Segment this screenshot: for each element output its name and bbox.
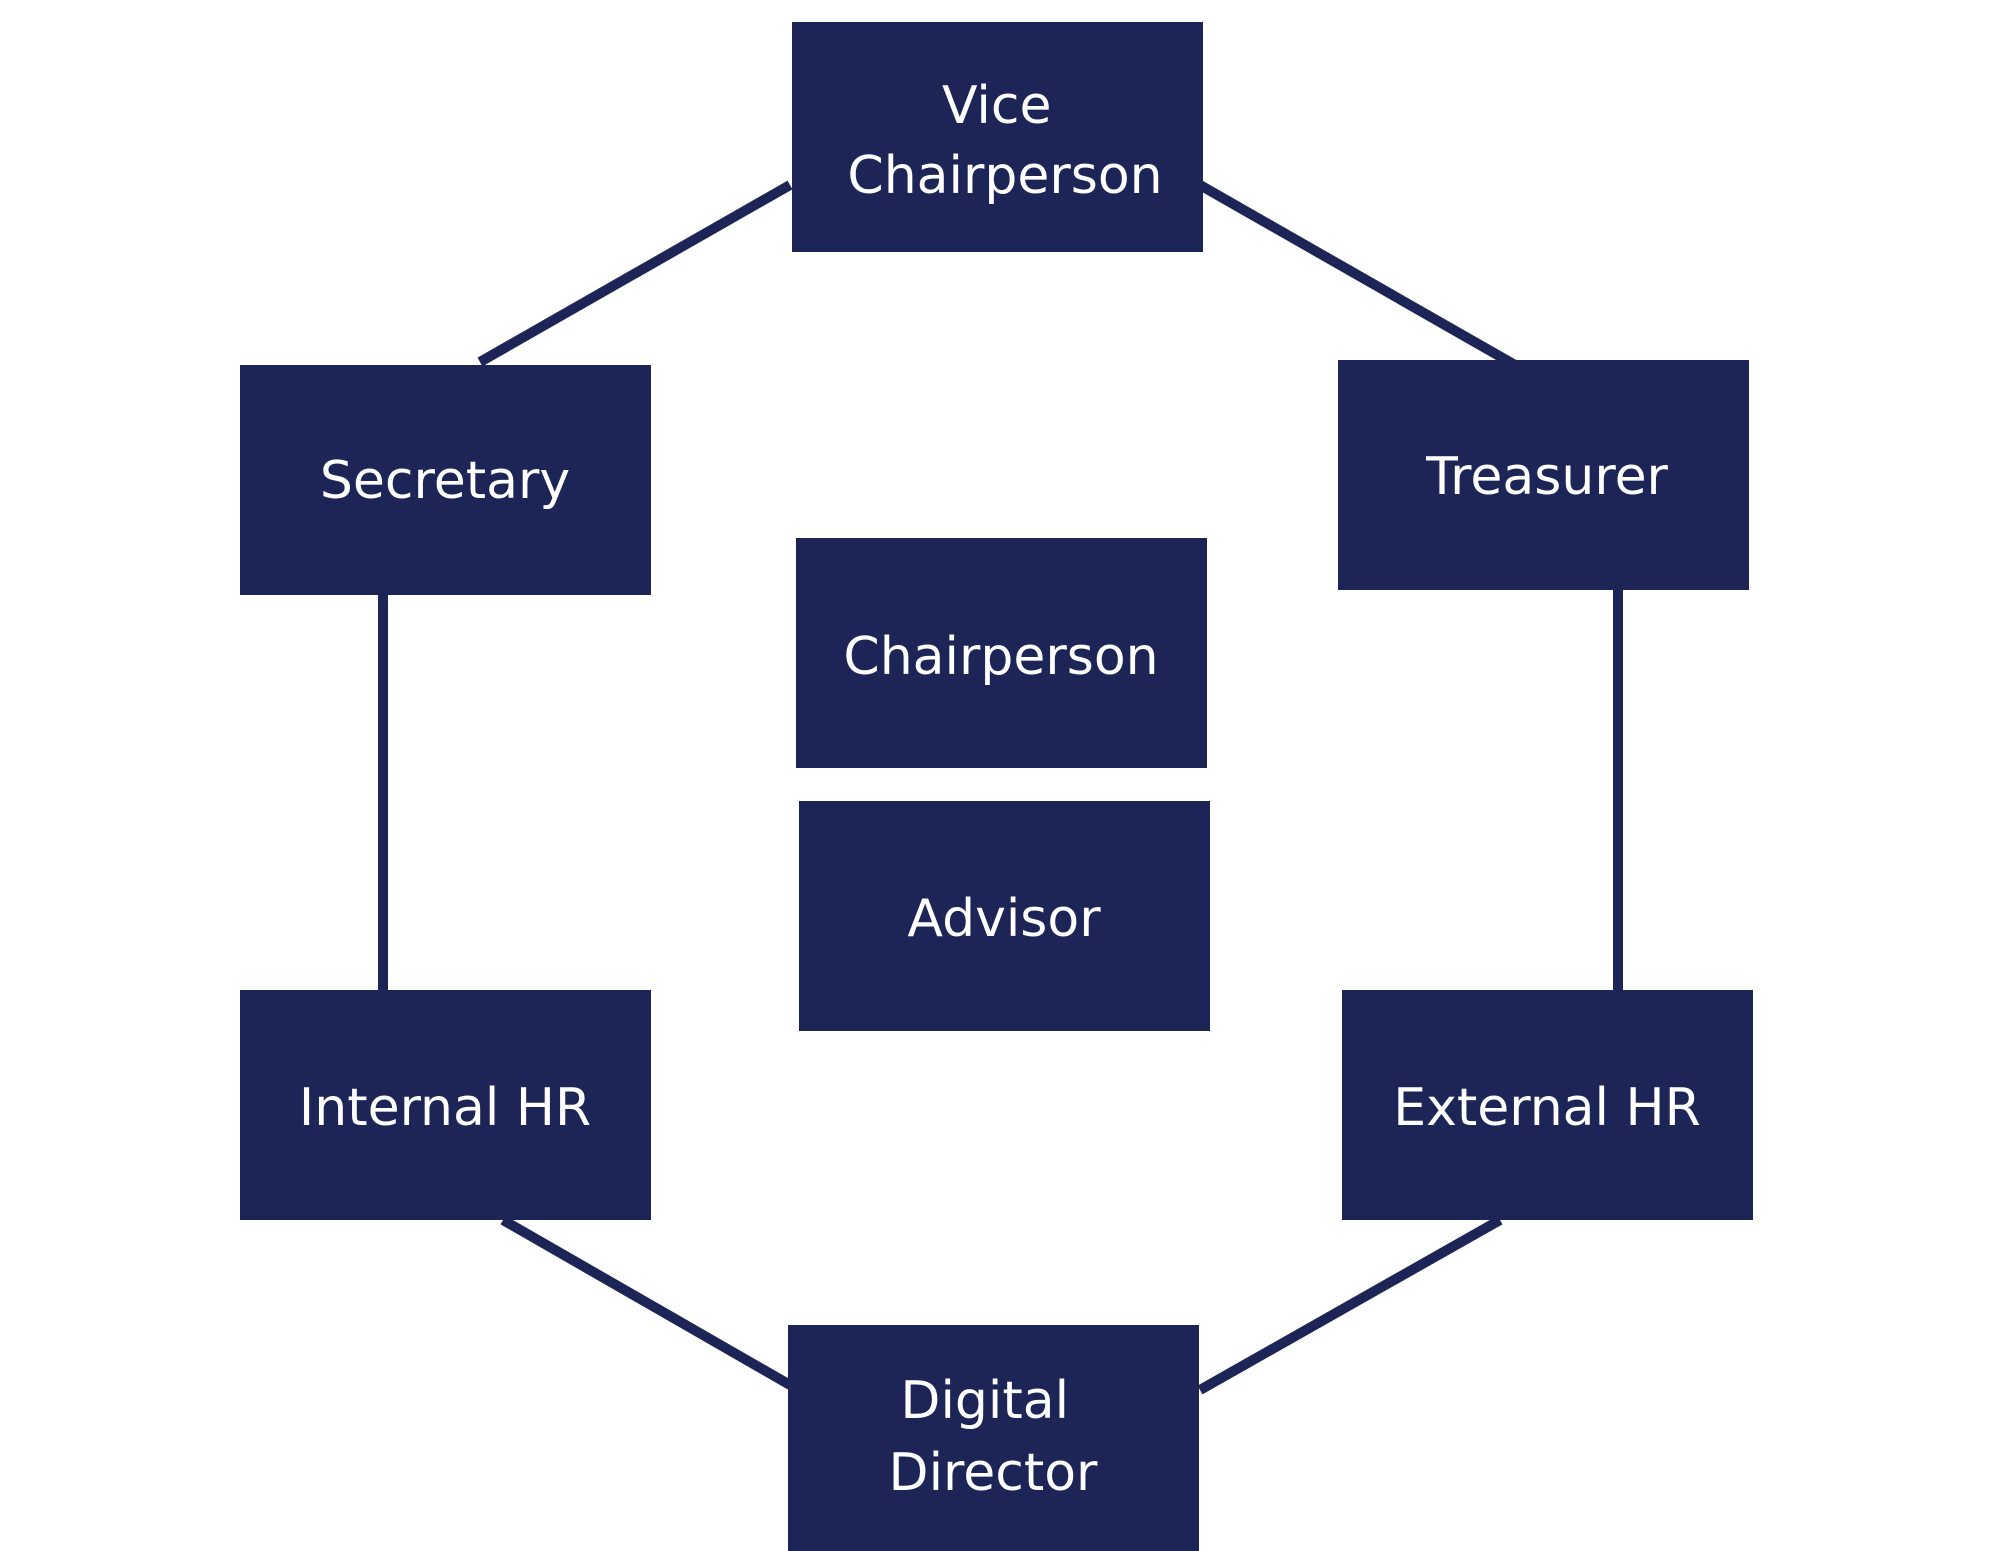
role-box-external-hr xyxy=(1342,990,1753,1220)
role-label-line: Chairperson xyxy=(847,146,1162,206)
role-digital-director: Digital Director xyxy=(788,1325,1199,1551)
role-box-digital-director xyxy=(788,1325,1199,1551)
role-label-line: Treasurer xyxy=(1425,447,1668,507)
role-label-line: Digital xyxy=(900,1371,1069,1431)
role-label-line: External HR xyxy=(1393,1078,1701,1138)
role-internal-hr: Internal HR xyxy=(240,990,651,1220)
role-treasurer: Treasurer xyxy=(1338,360,1749,590)
role-box-secretary xyxy=(240,365,651,595)
role-label-vice-chairperson: Vice Chairperson xyxy=(847,76,1162,206)
role-advisor: Advisor xyxy=(799,801,1210,1031)
role-label-internal-hr: Internal HR xyxy=(299,1078,591,1138)
role-external-hr: External HR xyxy=(1342,990,1753,1220)
role-box-chairperson xyxy=(796,538,1207,768)
role-label-line: Advisor xyxy=(907,889,1101,949)
role-label-treasurer: Treasurer xyxy=(1425,447,1668,507)
connector-vice-chairperson-treasurer xyxy=(1197,180,1518,370)
role-label-line: Internal HR xyxy=(299,1078,591,1138)
role-label-secretary: Secretary xyxy=(320,451,570,511)
connector-internal-hr-digital-director xyxy=(500,1215,793,1390)
role-label-digital-director: Digital Director xyxy=(889,1371,1099,1503)
role-chairperson: Chairperson xyxy=(796,538,1207,768)
role-label-line: Secretary xyxy=(320,451,570,511)
connector-vice-chairperson-secretary xyxy=(477,180,793,367)
role-box-advisor xyxy=(799,801,1210,1031)
role-secretary: Secretary xyxy=(240,365,651,595)
role-box-vice-chairperson xyxy=(792,22,1203,252)
role-label-line: Chairperson xyxy=(843,627,1158,687)
role-label-external-hr: External HR xyxy=(1393,1078,1701,1138)
role-label-advisor: Advisor xyxy=(907,889,1101,949)
role-vice-chairperson: Vice Chairperson xyxy=(792,22,1203,252)
role-box-treasurer xyxy=(1338,360,1749,590)
role-label-line: Vice xyxy=(942,76,1051,136)
role-box-internal-hr xyxy=(240,990,651,1220)
connector-external-hr-digital-director xyxy=(1197,1215,1503,1395)
role-label-chairperson: Chairperson xyxy=(843,627,1158,687)
role-label-line: Director xyxy=(889,1443,1099,1503)
